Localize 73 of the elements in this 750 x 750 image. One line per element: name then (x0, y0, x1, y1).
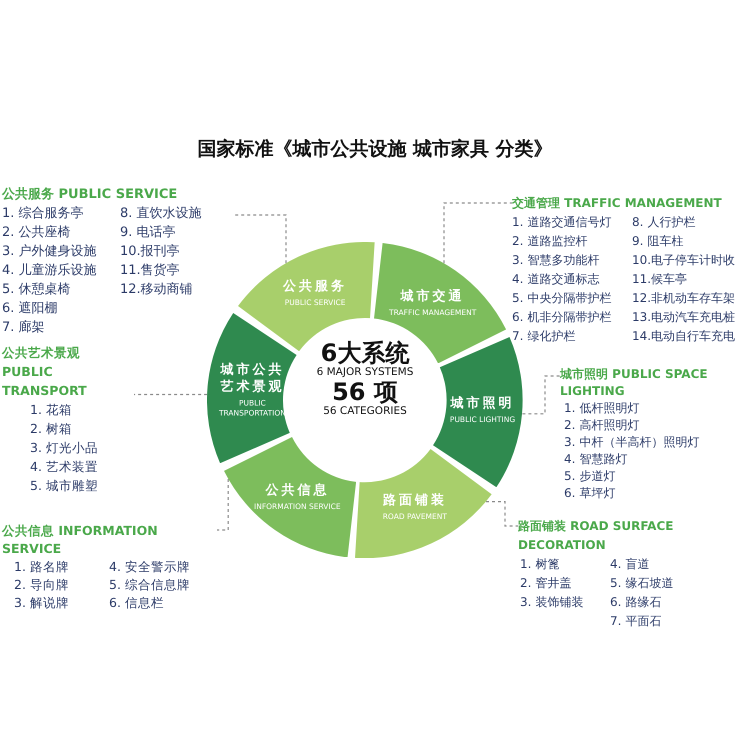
list-item: 2. 道路监控杆 (512, 233, 588, 250)
subheading: 56 CATEGORIES (322, 405, 408, 418)
section-heading: 交通管理 TRAFFIC MANAGEMENT (512, 195, 723, 212)
segment-title: 公共信息 (264, 482, 330, 499)
subheading: 6 MAJOR SYSTEMS (316, 366, 414, 379)
leader-line (443, 202, 512, 264)
title: 国家标准《城市公共设施 城市家具 分类》 (196, 137, 554, 162)
list-item: 2. 窨井盖 (520, 575, 572, 592)
list-item: 5. 休憩桌椅 (2, 281, 72, 299)
list-item: 7. 绿化护栏 (512, 328, 576, 345)
segment-title: 路面铺装 (382, 492, 448, 509)
list-item: 6. 路缘石 (610, 594, 662, 611)
list-item: 10.电子停车计时收 (632, 252, 736, 269)
section-heading: 公共服务 PUBLIC SERVICE (2, 186, 178, 204)
list-item: 4. 道路交通标志 (512, 271, 600, 288)
segment-title: 公共服务 (282, 278, 348, 296)
list-item: 2. 高杆照明灯 (564, 417, 640, 434)
list-item: 3. 解说牌 (14, 594, 70, 612)
list-item: 1. 道路交通信号灯 (512, 214, 612, 231)
list-item: 7. 平面石 (610, 613, 662, 630)
segment-title: 城市公共艺术景观 (219, 362, 286, 396)
list-item: 3. 装饰铺装 (520, 594, 584, 611)
list-item: 6. 信息栏 (109, 594, 165, 612)
leader-line (486, 501, 518, 527)
list-item: 4. 安全警示牌 (109, 558, 190, 576)
list-item: 2. 导向牌 (14, 576, 70, 594)
list-item: 4. 艺术装置 (30, 458, 99, 476)
list-item: 5. 中央分隔带护栏 (512, 290, 612, 307)
list-item: 2. 公共座椅 (2, 224, 72, 242)
list-item: 3. 中杆（半高杆）照明灯 (564, 434, 700, 451)
list-item: 12.非机动车存车架 (632, 290, 736, 307)
list-item: 1. 树篦 (520, 556, 560, 573)
section-heading: 公共艺术景观 PUBLIC TRANSPORT (2, 344, 88, 400)
list-item: 4. 盲道 (610, 556, 650, 573)
list-item: 12.移动商铺 (120, 281, 194, 299)
list-item: 2. 树箱 (30, 420, 73, 438)
section-heading: 路面铺装 ROAD SURFACE DECORATION (518, 518, 674, 554)
section-heading: 城市照明 PUBLIC SPACE LIGHTING (560, 366, 709, 400)
big-heading: 56 项 (331, 379, 399, 405)
leader-line (522, 375, 560, 414)
list-item: 5. 缘石坡道 (610, 575, 674, 592)
list-item: 5. 步道灯 (564, 468, 616, 485)
list-item: 3. 灯光小品 (30, 439, 99, 457)
list-item: 9. 电话亭 (120, 224, 177, 242)
list-item: 8. 人行护栏 (632, 214, 696, 231)
list-item: 3. 智慧多功能杆 (512, 252, 600, 269)
list-item: 11.候车亭 (632, 271, 688, 288)
list-item: 6. 机非分隔带护栏 (512, 309, 612, 326)
list-item: 9. 阻车柱 (632, 233, 684, 250)
leader-line (234, 214, 287, 264)
list-item: 1. 综合服务亭 (2, 205, 85, 223)
list-item: 5. 综合信息牌 (109, 576, 190, 594)
segment-title: 城市照明 (449, 395, 516, 412)
leader-line (134, 394, 208, 396)
big-heading: 6大系统 (320, 340, 410, 366)
list-item: 7. 廊架 (2, 319, 46, 337)
segment-title: 城市交通 (399, 288, 466, 306)
list-item: 4. 儿童游乐设施 (2, 262, 98, 280)
list-item: 1. 花箱 (30, 401, 73, 419)
list-item: 3. 户外健身设施 (2, 243, 98, 261)
list-item: 8. 直饮水设施 (120, 205, 202, 223)
list-item: 14.电动自行车充电 (632, 328, 736, 345)
section-heading: 公共信息 INFORMATION SERVICE (2, 522, 159, 558)
list-item: 11.售货亭 (120, 262, 181, 280)
list-item: 5. 城市雕塑 (30, 477, 99, 495)
list-item: 6. 遮阳棚 (2, 300, 59, 318)
list-item: 10.报刊亭 (120, 243, 181, 261)
list-item: 1. 低杆照明灯 (564, 400, 640, 417)
list-item: 4. 智慧路灯 (564, 451, 628, 468)
list-item: 1. 路名牌 (14, 558, 70, 576)
leader-line (217, 479, 229, 531)
list-item: 6. 草坪灯 (564, 485, 616, 502)
list-item: 13.电动汽车充电桩 (632, 309, 736, 326)
